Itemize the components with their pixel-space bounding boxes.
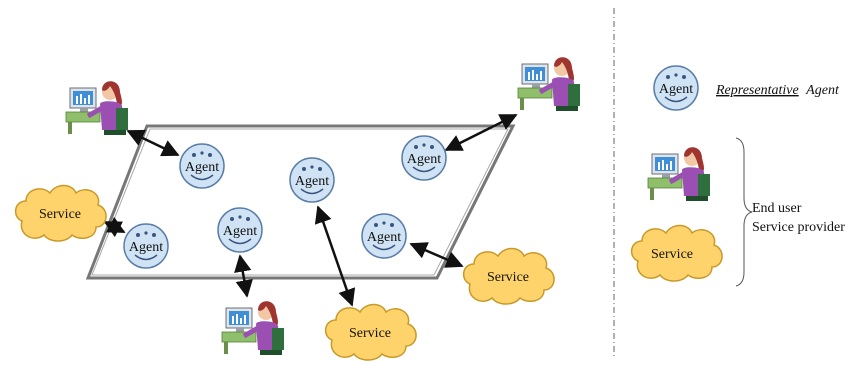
person-at-computer-icon	[648, 147, 710, 201]
end-user-node	[518, 57, 580, 111]
service-node: Service	[324, 303, 417, 361]
legend-service-item: Service	[630, 224, 723, 282]
arrow-user-agent-left	[126, 129, 180, 157]
legend-end-user-text: End user	[752, 201, 802, 216]
agent-node: Agent	[401, 135, 447, 181]
service-node: Service	[462, 247, 555, 305]
agent-label: Agent	[407, 152, 441, 167]
person-at-computer-icon	[66, 81, 128, 135]
legend-end-user-item	[648, 147, 710, 201]
agent-label: Agent	[295, 174, 329, 189]
connection-arrows	[103, 113, 518, 307]
arrow-agent-user-bottom	[234, 254, 253, 298]
end-user-node	[222, 301, 284, 355]
service-node: Service	[14, 184, 107, 242]
legend-service-provider-text: Service provider	[752, 220, 845, 235]
agent-label: Agent	[223, 224, 257, 239]
end-user-node	[66, 81, 128, 135]
person-at-computer-icon	[518, 57, 580, 111]
person-at-computer-icon	[222, 301, 284, 355]
service-label: Service	[39, 207, 81, 222]
legend-agent-word: Agent	[805, 83, 840, 98]
service-label: Service	[651, 247, 693, 262]
legend: Agent Representative Agent Service End u…	[630, 65, 845, 287]
agent-label: Agent	[367, 230, 401, 245]
legend-agent-text: Representative Agent	[715, 83, 840, 98]
agent-node: Agent	[289, 157, 335, 203]
arrow-agent-service-right	[409, 242, 464, 268]
agent-node: Agent	[361, 213, 407, 259]
legend-agent-item: Agent	[653, 65, 699, 111]
arrow-agent-service-bottom	[314, 205, 356, 307]
arrow-service-agent-left	[103, 216, 126, 238]
agent-label: Agent	[659, 82, 693, 97]
arrow-user-agent-right	[444, 113, 518, 152]
agent-node: Agent	[123, 223, 169, 269]
service-label: Service	[487, 270, 529, 285]
agent-node: Agent	[217, 207, 263, 253]
agent-node: Agent	[179, 143, 225, 189]
legend-representative-text: Representative	[715, 83, 799, 98]
service-label: Service	[349, 326, 391, 341]
agent-label: Agent	[185, 160, 219, 175]
legend-brace	[735, 137, 753, 287]
agent-label: Agent	[129, 240, 163, 255]
